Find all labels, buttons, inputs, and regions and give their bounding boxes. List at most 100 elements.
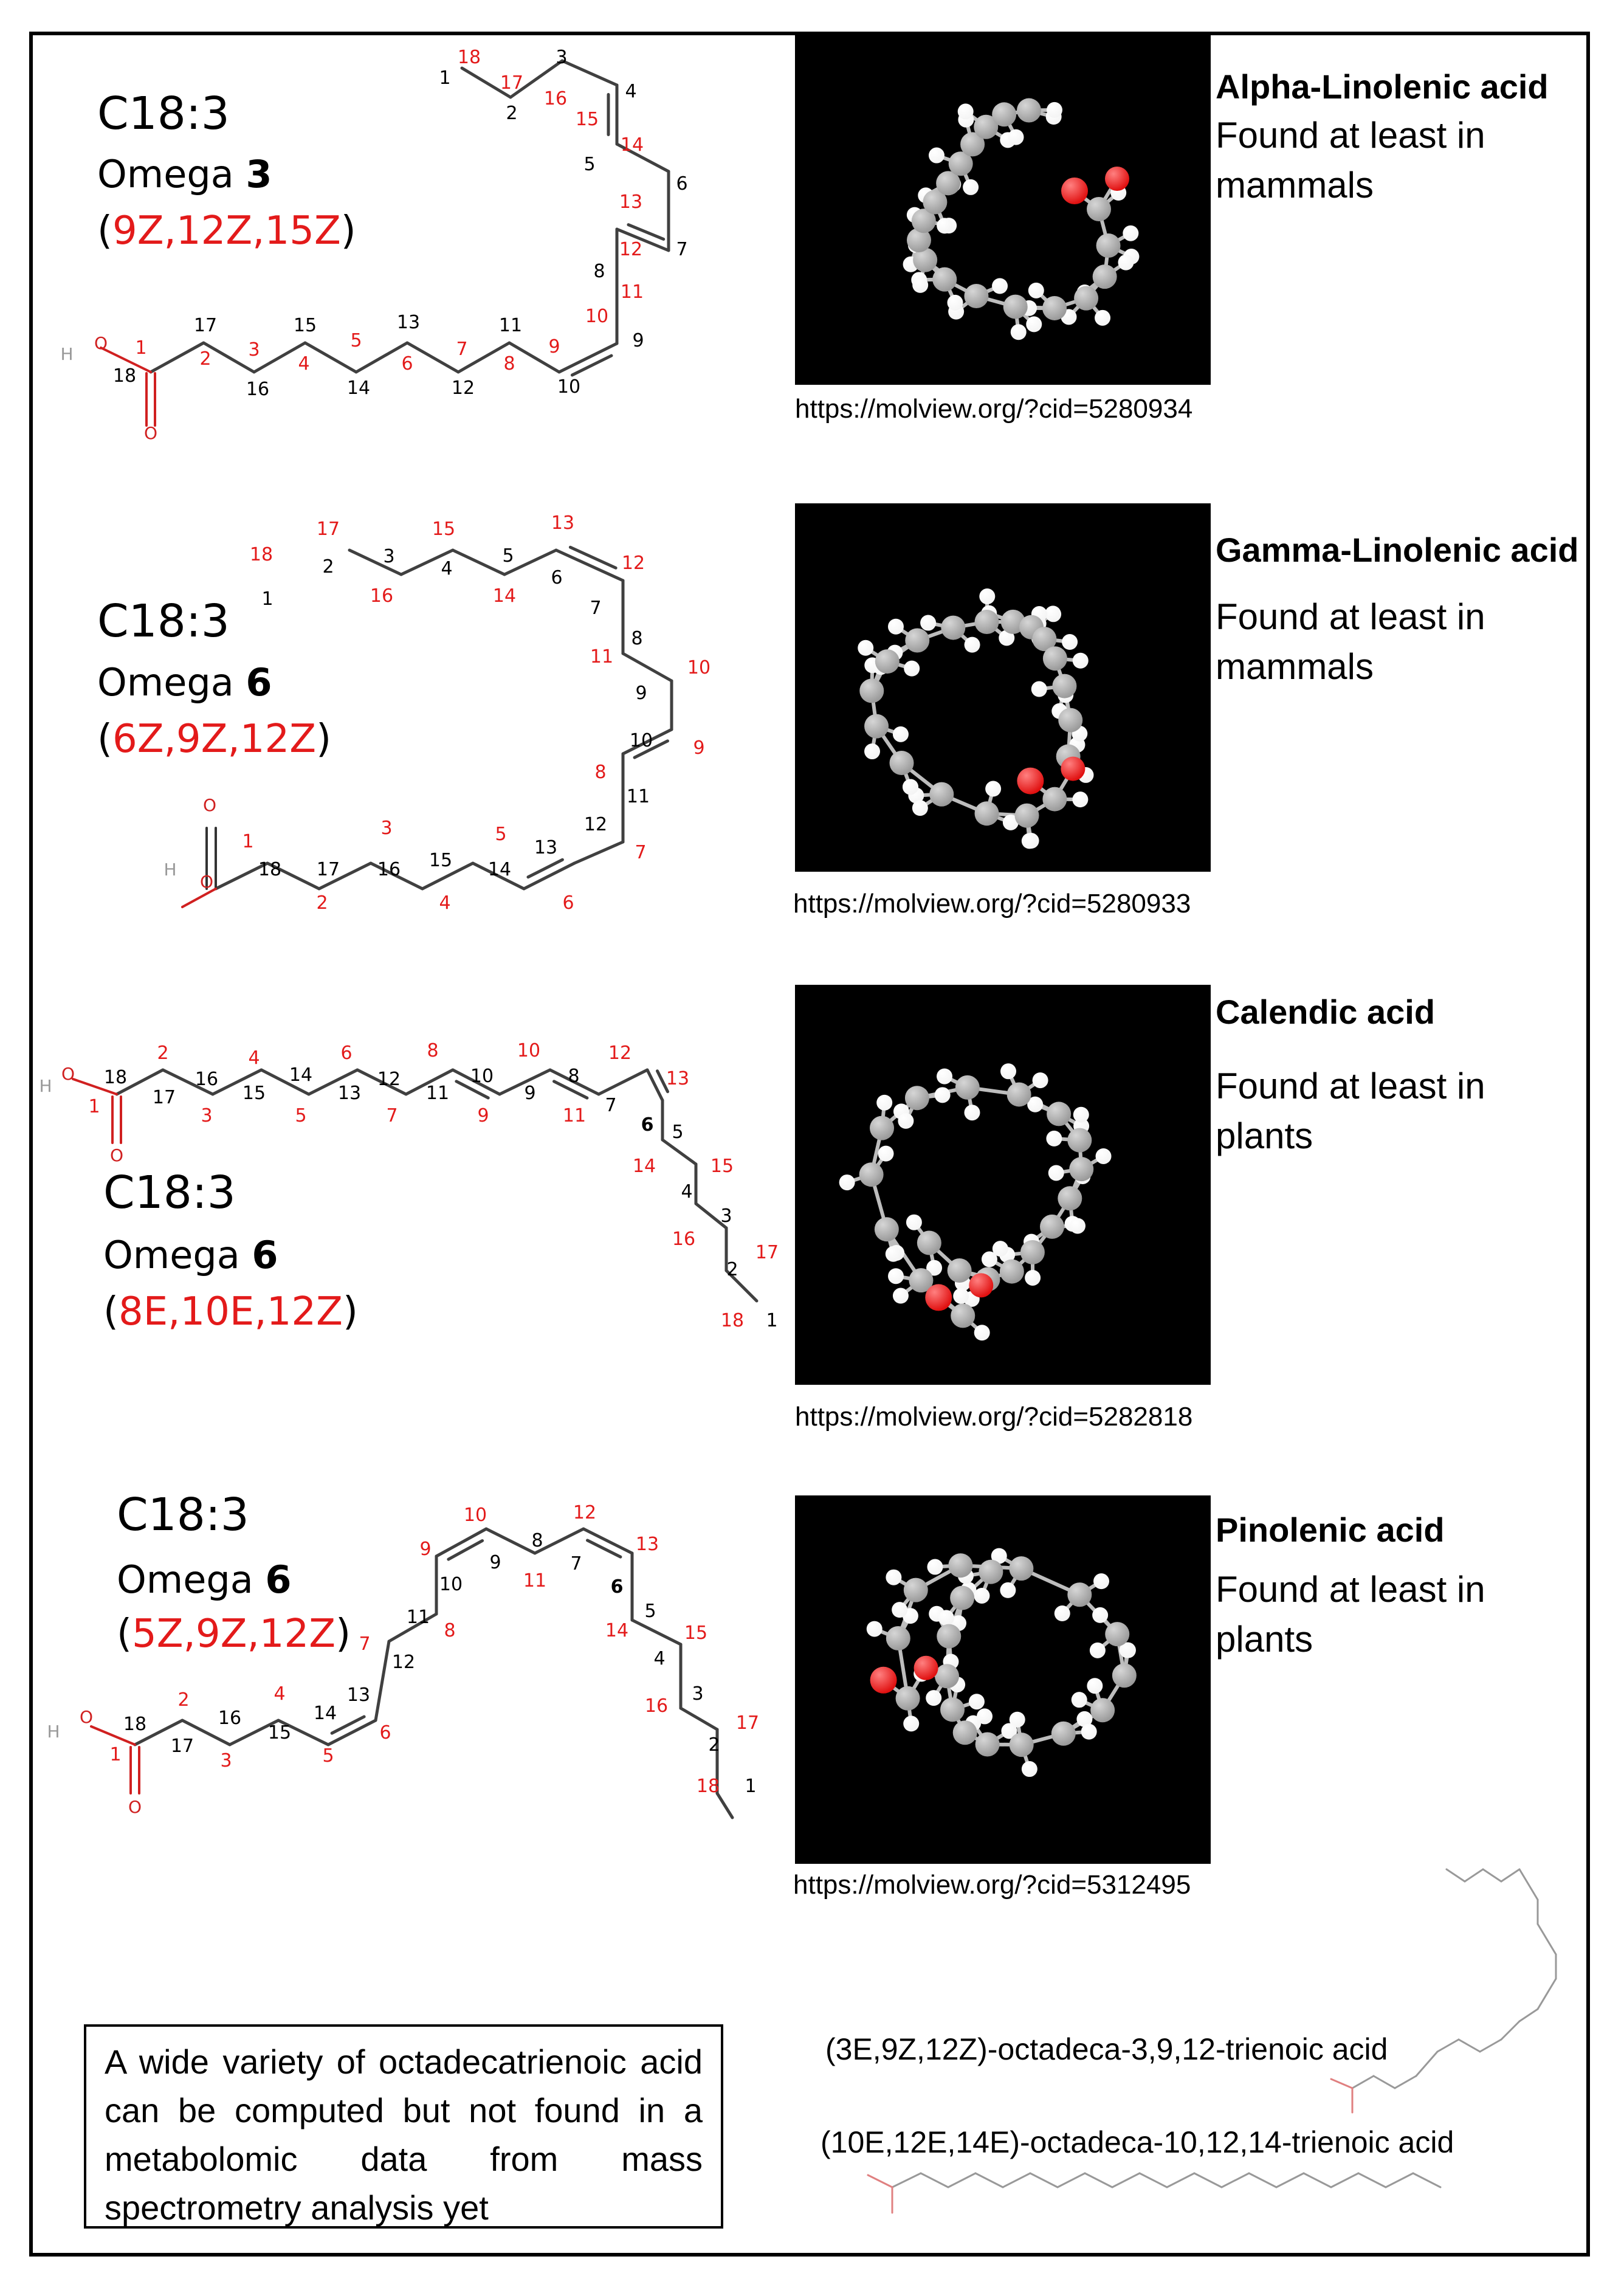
- carbon-number: 18: [697, 1776, 720, 1797]
- hydrogen-atom: [1021, 833, 1037, 849]
- carbon-number: 12: [452, 378, 475, 399]
- hydrogen-atom: [1095, 1148, 1112, 1164]
- molview-link[interactable]: https://molview.org/?cid=5280933: [793, 889, 1191, 919]
- molview-link[interactable]: https://molview.org/?cid=5312495: [793, 1870, 1191, 1900]
- hydrogen-atom: [1069, 1218, 1086, 1234]
- carbon-number: 14: [314, 1703, 337, 1724]
- carbon-number: 2: [726, 1259, 738, 1280]
- carbon-number: 5: [502, 545, 514, 567]
- carbon-number: 4: [653, 1648, 665, 1669]
- occurrence-text: Found at least in plants: [1216, 1569, 1485, 1660]
- carbon-number: 1: [109, 1744, 121, 1765]
- single-bond: [387, 1612, 438, 1643]
- single-bond: [484, 1527, 537, 1555]
- hydrogen-atom: [974, 1587, 990, 1604]
- c-o-bond: [100, 347, 152, 373]
- carbon-number: 18: [458, 47, 481, 68]
- hydrogen-atom: [912, 277, 929, 293]
- hydrogen-atom: [1025, 1269, 1041, 1286]
- carbon-number: 3: [383, 546, 394, 567]
- single-bond: [404, 1068, 455, 1096]
- molview-link[interactable]: https://molview.org/?cid=5282818: [795, 1402, 1193, 1432]
- single-bond: [369, 861, 424, 891]
- single-bond: [252, 341, 307, 374]
- hydrogen-atom: [981, 1251, 997, 1267]
- single-bond: [1412, 2172, 1442, 2188]
- hydrogen-atom: [886, 1569, 902, 1585]
- carbon-atom: [932, 267, 957, 292]
- hydrogen-atom: [878, 1145, 894, 1162]
- carbon-atom: [947, 1258, 972, 1283]
- single-bond: [1357, 2172, 1387, 2188]
- hydrogen-atom: [964, 1105, 980, 1121]
- carbon-number: 2: [708, 1734, 720, 1756]
- single-bond: [615, 227, 670, 252]
- carbon-number: 17: [755, 1242, 779, 1263]
- hydrogen-atom: [1046, 1130, 1062, 1146]
- atom-label: O: [144, 423, 157, 443]
- carbon-atom: [911, 209, 936, 233]
- hydrogen-atom: [1120, 1642, 1136, 1658]
- hydrogen-atom: [1118, 254, 1134, 271]
- molview-link[interactable]: https://molview.org/?cid=5280934: [795, 394, 1193, 424]
- carbon-number: 15: [429, 850, 452, 871]
- carbon-atom: [1051, 1721, 1076, 1746]
- single-bond: [1220, 2172, 1250, 2188]
- single-bond: [181, 1719, 232, 1746]
- carbon-number: 1: [745, 1776, 756, 1797]
- carbon-number: 2: [506, 103, 517, 124]
- carbon-atom: [1009, 1556, 1034, 1581]
- carbon-number: 11: [590, 646, 613, 667]
- carbon-atom: [960, 132, 985, 157]
- carbon-number: 15: [576, 109, 599, 130]
- single-bond: [621, 728, 673, 756]
- hydrogen-atom: [1021, 1761, 1037, 1778]
- note-box: A wide variety of octadecatrienoic acid …: [84, 2024, 723, 2229]
- carbon-number: 16: [645, 1695, 668, 1717]
- carbon-number: 2: [157, 1043, 168, 1064]
- carbon-number: 16: [377, 859, 401, 880]
- carbon-atom: [859, 678, 884, 703]
- carbon-atom: [1016, 98, 1041, 123]
- carbon-atom: [874, 1217, 899, 1242]
- single-bond: [1500, 1868, 1521, 1883]
- hydrogen-atom: [1081, 1723, 1097, 1740]
- carbon-number: 16: [218, 1708, 241, 1729]
- carbon-number: 7: [676, 239, 687, 260]
- carbon-number: 5: [350, 330, 362, 351]
- hydrogen-atom: [1045, 605, 1061, 622]
- c-o-bond: [1330, 2078, 1354, 2089]
- single-bond: [560, 59, 619, 87]
- carbon-number: 6: [562, 892, 574, 914]
- single-bond: [597, 1068, 649, 1096]
- carbon-number: 7: [456, 339, 467, 360]
- carbon-number: 6: [401, 353, 413, 374]
- single-bond: [920, 2172, 949, 2188]
- hydrogen-atom: [992, 1241, 1008, 1257]
- carbon-atom: [864, 714, 889, 739]
- carbon-atom: [903, 1578, 928, 1602]
- carbon-number: 10: [470, 1066, 494, 1087]
- formula-label: C18:3: [103, 1167, 236, 1219]
- carbon-atom: [935, 1664, 960, 1689]
- acid-name: Pinolenic acid: [1216, 1511, 1445, 1549]
- carbon-number: 3: [380, 818, 392, 839]
- carbon-number: 1: [135, 337, 146, 359]
- hydrogen-atom: [1054, 1605, 1070, 1622]
- hydrogen-atom: [1027, 1096, 1044, 1112]
- carbon-number: 15: [243, 1083, 266, 1104]
- carbon-number: 18: [250, 544, 273, 565]
- carbon-atom: [948, 151, 973, 176]
- hydrogen-atom: [920, 615, 937, 631]
- single-bond: [303, 341, 358, 374]
- occurrence-text: Found at least in plants: [1216, 1066, 1485, 1156]
- c-o-bond: [867, 2174, 893, 2188]
- occurrence-text: Found at least in mammals: [1216, 115, 1485, 205]
- single-bond: [1372, 2075, 1396, 2089]
- carbon-number: 7: [570, 1553, 582, 1574]
- carbon-number: 4: [625, 81, 636, 102]
- single-bond: [260, 1068, 311, 1096]
- carbon-number: 7: [605, 1095, 616, 1116]
- double-bond: [330, 1715, 366, 1735]
- hydrogen-atom: [937, 1068, 953, 1084]
